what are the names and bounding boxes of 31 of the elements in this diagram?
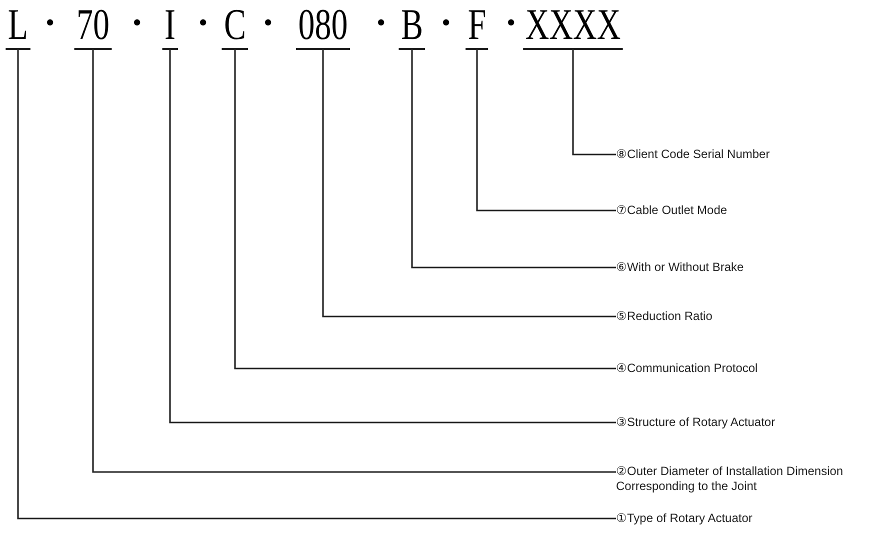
field-description: ⑥With or Without Brake bbox=[616, 260, 745, 275]
leader-line bbox=[169, 50, 616, 424]
separator-dot: • bbox=[263, 8, 273, 38]
code-segment: L bbox=[6, 2, 30, 50]
code-segment: XXXX bbox=[523, 2, 623, 50]
code-segment: I bbox=[162, 2, 178, 50]
separator-dot: • bbox=[198, 8, 208, 38]
field-description: ③Structure of Rotary Actuator bbox=[616, 415, 776, 430]
field-description: ④Communication Protocol bbox=[616, 361, 759, 376]
leader-line bbox=[17, 50, 616, 520]
separator-dot: • bbox=[45, 8, 55, 38]
code-segment: C bbox=[222, 2, 248, 50]
field-description: ⑤Reduction Ratio bbox=[616, 309, 714, 324]
field-description: ①Type of Rotary Actuator bbox=[616, 511, 754, 526]
separator-dot: • bbox=[376, 8, 386, 38]
code-segment: B bbox=[398, 2, 426, 50]
field-description: ⑦Cable Outlet Mode bbox=[616, 203, 728, 218]
separator-dot: • bbox=[441, 8, 451, 38]
leader-line bbox=[234, 50, 616, 370]
leader-line bbox=[411, 50, 616, 268]
leader-line bbox=[322, 50, 616, 318]
code-segment: 70 bbox=[74, 2, 112, 50]
field-description: ②Outer Diameter of Installation Dimension Corresponding to the Joint bbox=[616, 464, 844, 494]
code-segment: 080 bbox=[296, 2, 350, 50]
field-description: ⑧Client Code Serial Number bbox=[616, 147, 771, 162]
separator-dot: • bbox=[132, 8, 142, 38]
leader-line bbox=[572, 50, 616, 156]
separator-dot: • bbox=[506, 8, 516, 38]
code-segment: F bbox=[466, 2, 488, 50]
leader-line bbox=[476, 50, 616, 212]
leader-line bbox=[92, 50, 616, 473]
